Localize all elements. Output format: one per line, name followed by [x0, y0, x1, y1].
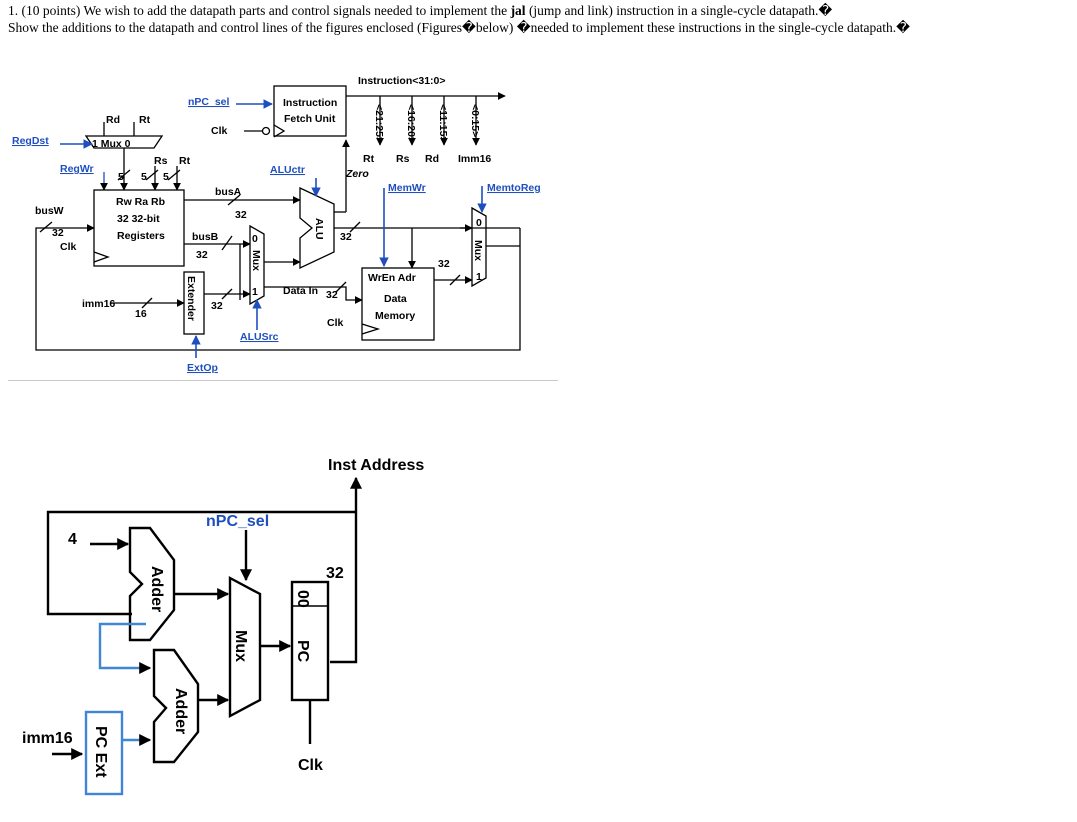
question-jal: jal — [510, 3, 526, 18]
four-label: 4 — [68, 531, 77, 548]
npc-sel-label: nPC_sel — [188, 96, 230, 108]
memtoreg-mux-1: 1 — [476, 271, 482, 283]
npc-mux — [228, 576, 262, 718]
ifu-npc-sel-label: nPC_sel — [206, 513, 269, 530]
pc-width-label: 32 — [326, 565, 344, 582]
ifu-label-1: Instruction — [283, 97, 337, 109]
five-3: 5 — [163, 171, 169, 183]
alusrc-label: ALUSrc — [240, 331, 279, 343]
question-line2: Show the additions to the datapath and c… — [8, 20, 910, 35]
alusrc-mux-0: 0 — [252, 233, 258, 245]
rd-field-name: Rd — [425, 153, 439, 165]
aluctr-label: ALUctr — [270, 164, 305, 176]
alusrc-mux-label: Mux — [250, 250, 262, 271]
field-11-15: <11:15> — [437, 104, 449, 143]
alu-label: ALU — [313, 218, 325, 240]
question-text: 1. (10 points) We wish to add the datapa… — [8, 2, 1068, 36]
imm16-label: imm16 — [82, 298, 115, 310]
inst-address-label: Inst Address — [328, 457, 424, 474]
five-1: 5 — [118, 171, 124, 183]
regfile-label-1: 32 32-bit — [117, 213, 160, 225]
memtoreg-label: MemtoReg — [487, 182, 541, 194]
clk-label: Clk — [211, 125, 228, 137]
instruction-bus-label: Instruction<31:0> — [358, 75, 446, 87]
field-labels: <21:25> <16:20> <11:15> <0:15> — [373, 104, 481, 143]
alusrc-mux — [249, 224, 265, 306]
adder-1-label: Adder — [148, 566, 165, 612]
imm16-field-name: Imm16 — [458, 153, 491, 165]
field-21-25: <21:25> — [373, 104, 385, 143]
field-16-20: <16:20> — [405, 104, 417, 143]
regdst-mux-label: 1 Mux 0 — [92, 138, 131, 150]
regfile-clk-label: Clk — [60, 241, 77, 253]
pc-register — [290, 580, 330, 702]
rt-label: Rt — [139, 114, 151, 126]
busw-label: busW — [35, 205, 64, 217]
data-in-label: Data In — [283, 285, 318, 297]
memwr-label: MemWr — [388, 182, 426, 194]
zero-label: Zero — [345, 168, 369, 180]
busa-width: 32 — [235, 209, 247, 221]
extender-label: Extender — [185, 276, 197, 321]
wren-adr-label: WrEn Adr — [368, 272, 416, 284]
field-0-15: <0:15> — [469, 104, 481, 137]
imm16-width: 16 — [135, 308, 147, 320]
rt-field-name: Rt — [363, 153, 375, 165]
extop-label: ExtOp — [187, 362, 218, 374]
ifu-label-2: Fetch Unit — [284, 113, 336, 125]
mem-out-width: 32 — [438, 258, 450, 270]
data-memory — [361, 267, 435, 341]
ifu-mux-label: Mux — [232, 630, 249, 662]
adder-2 — [152, 648, 200, 764]
pc-bits-label: 00 — [294, 590, 311, 608]
memtoreg-mux-0: 0 — [476, 217, 482, 229]
memtoreg-mux — [471, 206, 487, 288]
regfile-label-2: Registers — [117, 230, 165, 242]
adder-1 — [128, 526, 176, 642]
datapath-diagram: nPC_sel Instruction Fetch Unit Clk Instr… — [12, 75, 541, 374]
alusrc-mux-1: 1 — [252, 286, 258, 298]
question-line1-suffix: (jump and link) instruction in a single-… — [525, 3, 833, 18]
busb-label: busB — [192, 231, 219, 243]
five-2: 5 — [141, 171, 147, 183]
ifu-clk-label: Clk — [298, 757, 323, 774]
regdst-label: RegDst — [12, 135, 49, 147]
rd-label: Rd — [106, 114, 120, 126]
pc-ext-label: PC Ext — [92, 726, 109, 778]
ext-out-width: 32 — [211, 300, 223, 312]
rs-label: Rs — [154, 155, 168, 167]
data-mem-label-2: Memory — [375, 310, 415, 322]
adder-2-label: Adder — [172, 688, 189, 734]
regwr-label: RegWr — [60, 163, 94, 175]
data-in-width: 32 — [326, 289, 338, 301]
rw-ra-rb-label: Rw Ra Rb — [116, 196, 165, 208]
busa-label: busA — [215, 186, 242, 198]
busw-width: 32 — [52, 227, 64, 239]
pc-ext-box — [84, 710, 124, 796]
pc-label: PC — [294, 640, 311, 663]
rs-field-name: Rs — [396, 153, 410, 165]
rt-label-2: Rt — [179, 155, 191, 167]
memtoreg-mux-label: Mux — [472, 240, 484, 261]
ifu-box — [273, 85, 347, 137]
busb-width: 32 — [196, 249, 208, 261]
alu-out-width: 32 — [340, 231, 352, 243]
data-mem-label-1: Data — [384, 293, 407, 305]
separator — [8, 380, 558, 381]
data-mem-clk: Clk — [327, 317, 344, 329]
question-line1-prefix: 1. (10 points) We wish to add the datapa… — [8, 3, 511, 18]
ifu-imm16-label: imm16 — [22, 730, 73, 747]
